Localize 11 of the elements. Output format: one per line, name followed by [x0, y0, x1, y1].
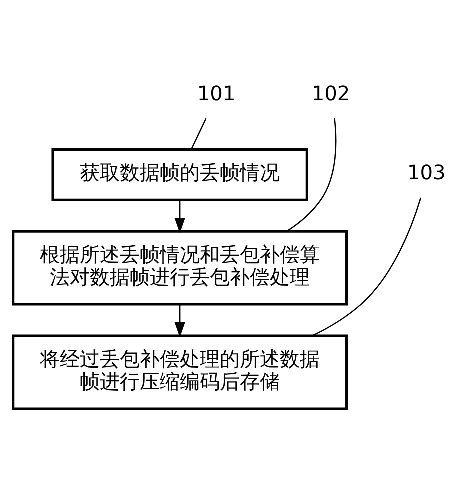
node-text: 101	[197, 80, 236, 105]
arrow	[174, 304, 186, 338]
connector	[286, 118, 337, 232]
node-box: 将经过丢包补偿处理的所述数据帧进行压缩编码后存储	[12, 334, 348, 410]
node-box: 获取数据帧的丢帧情况	[52, 148, 308, 201]
arrow	[174, 200, 186, 233]
node-box: 根据所述丢帧情况和丢包补偿算法对数据帧进行丢包补偿处理	[12, 230, 348, 306]
connector	[191, 118, 207, 150]
node-text: 102	[312, 80, 350, 105]
connector	[312, 197, 422, 336]
node-text: 103	[407, 160, 446, 184]
